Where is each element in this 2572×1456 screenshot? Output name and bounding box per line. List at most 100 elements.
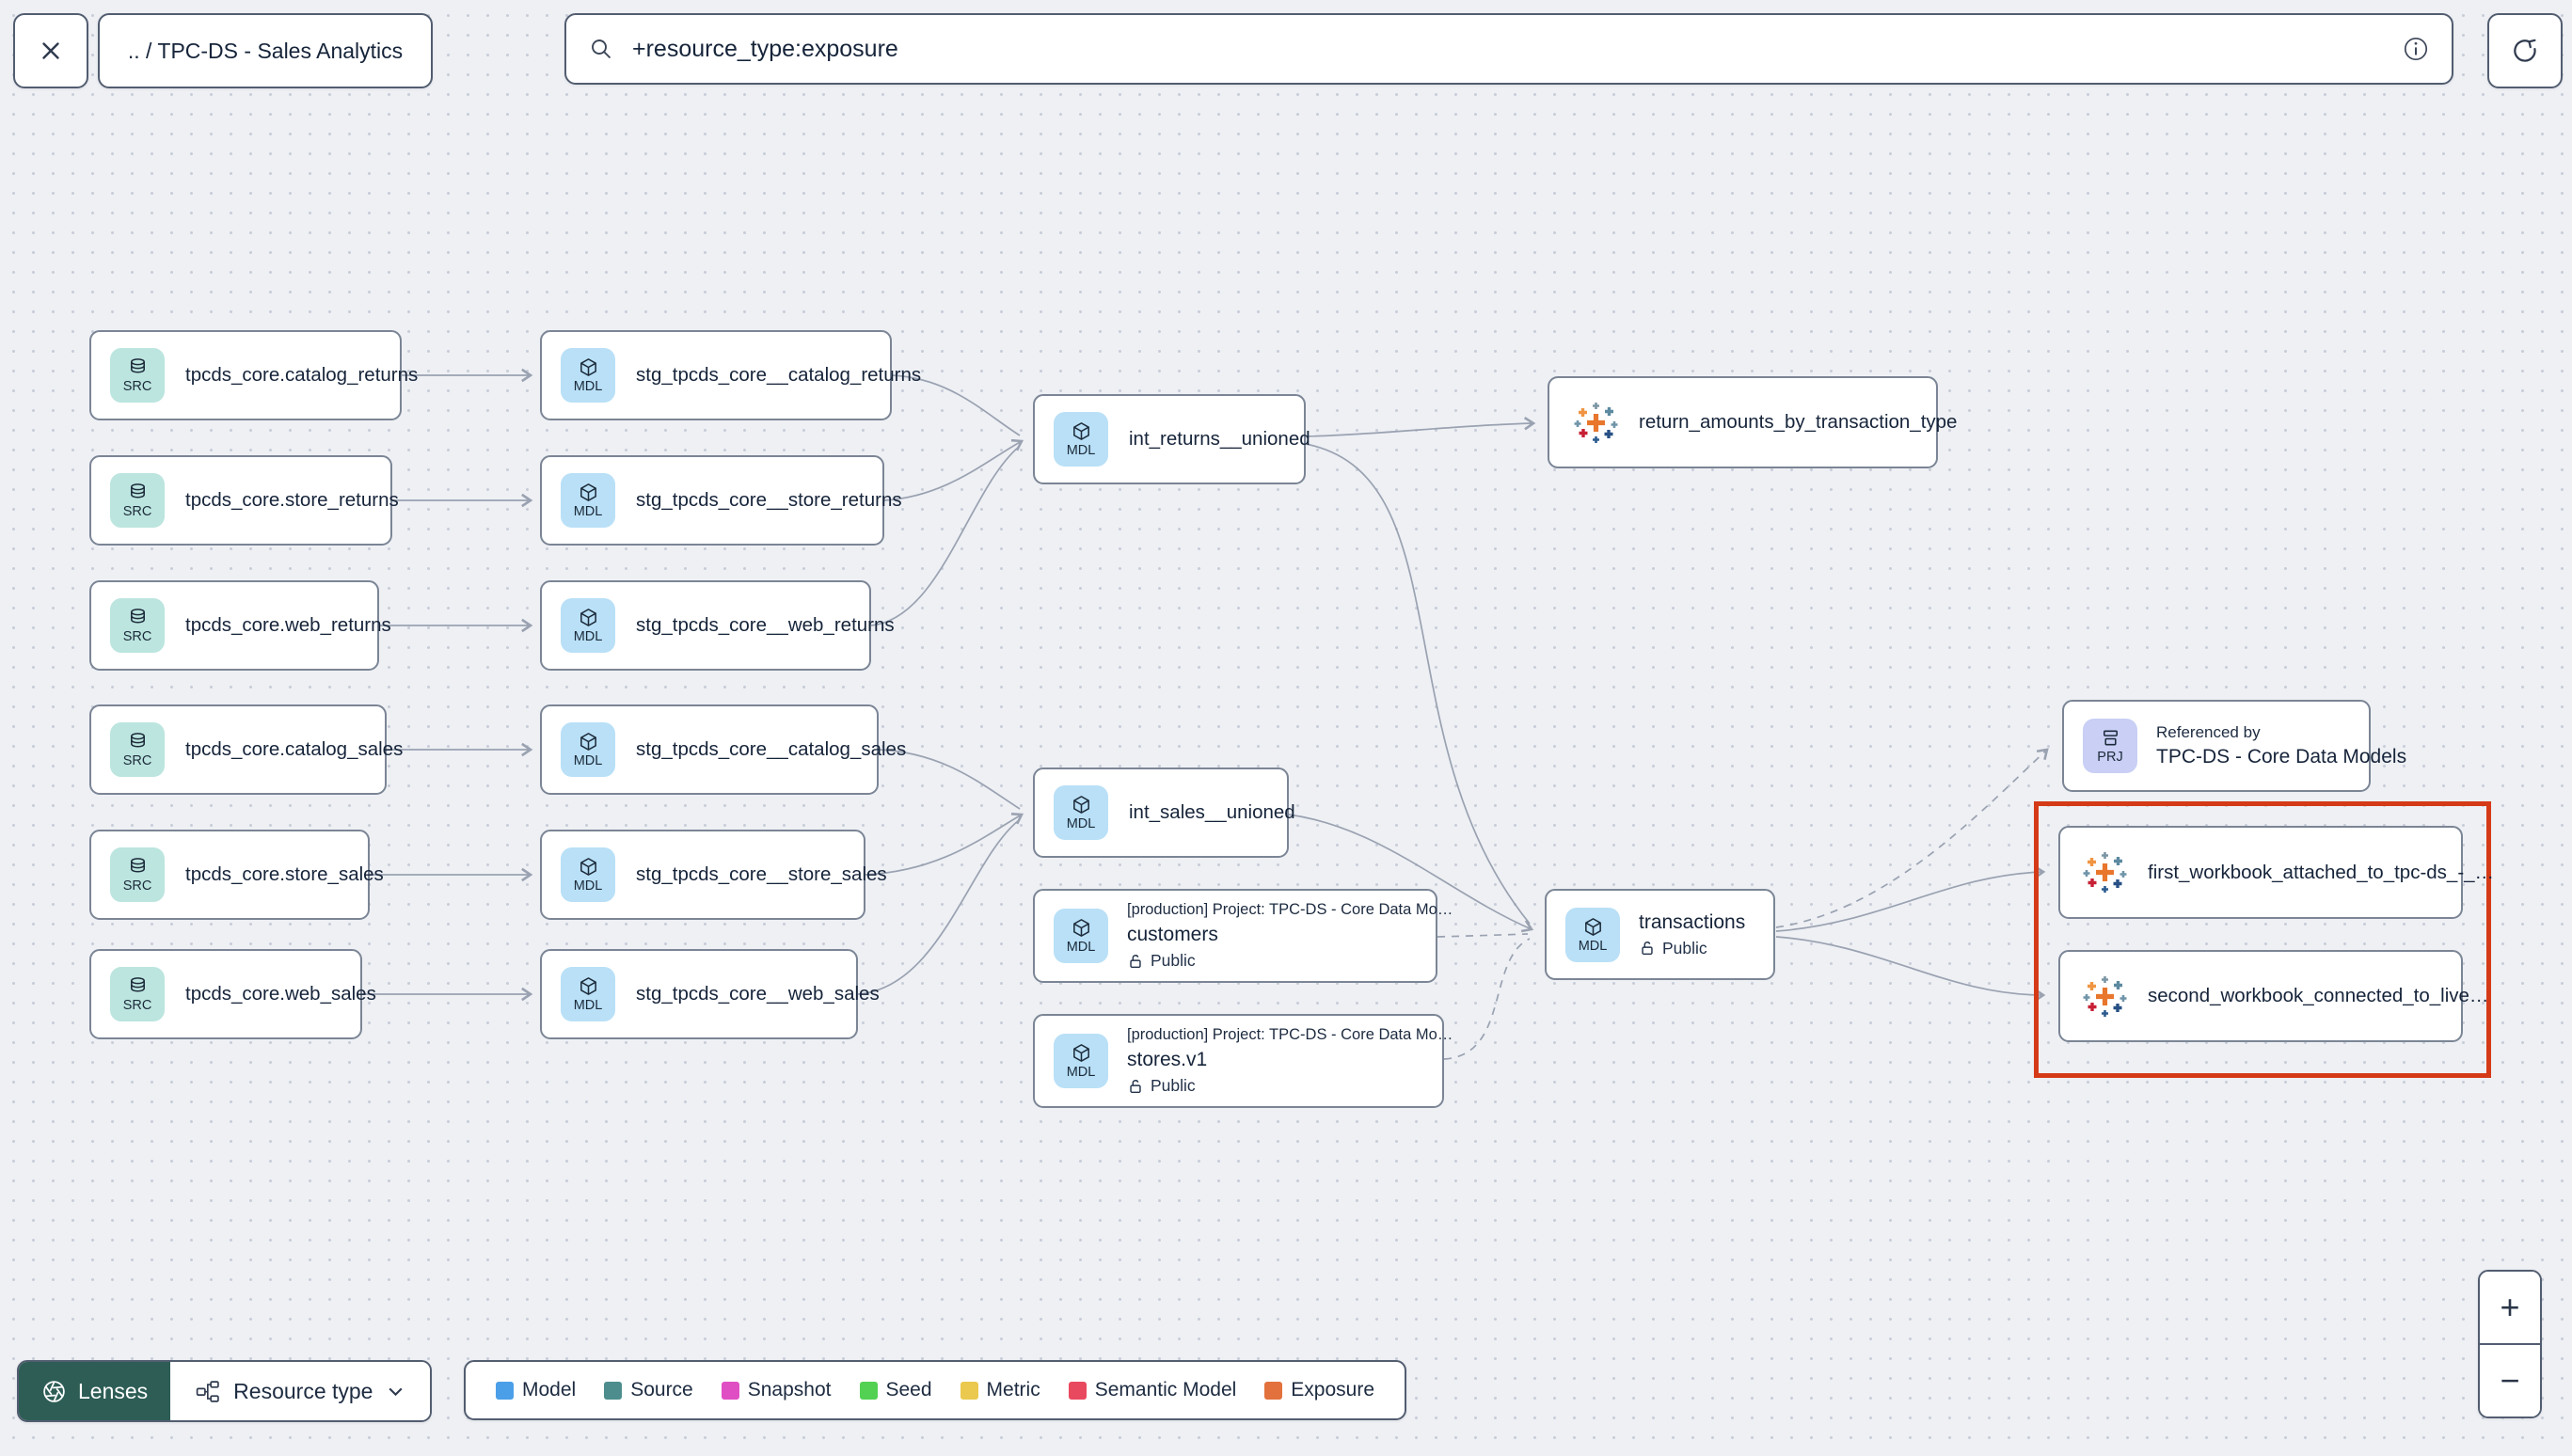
cube-icon [1584,917,1601,936]
database-icon [130,733,145,748]
search-bar[interactable] [564,13,2453,85]
source-node-web-returns[interactable]: SRC tpcds_core.web_returns [89,580,391,671]
access-label: Public [1151,951,1196,970]
model-node-transactions[interactable]: MDL transactions Public [1545,889,1775,980]
lens-controls: Lenses Resource type [17,1360,433,1422]
project-badge: PRJ [2083,719,2137,773]
access-label: Public [1151,1076,1196,1095]
archive-box-icon [2103,730,2118,746]
zoom-in-button[interactable]: + [2480,1272,2540,1345]
node-label: tpcds_core.web_returns [185,614,391,636]
source-node-catalog-returns[interactable]: SRC tpcds_core.catalog_returns [89,330,418,420]
edge [1288,814,1534,933]
legend-label: Source [630,1379,693,1401]
badge-label: MDL [573,753,603,769]
source-node-store-returns[interactable]: SRC tpcds_core.store_returns [89,455,399,546]
resource-type-dropdown[interactable]: Resource type [170,1362,431,1420]
access-line: Public [1127,1076,1453,1096]
model-node-stg-web-returns[interactable]: MDL stg_tpcds_core__web_returns [540,580,895,671]
database-icon [130,609,145,624]
model-node-int-returns-unioned[interactable]: MDL int_returns__unioned [1033,394,1310,484]
source-node-store-sales[interactable]: SRC tpcds_core.store_sales [89,830,384,920]
node-label: tpcds_core.store_returns [185,489,399,511]
source-badge: SRC [110,473,165,528]
model-badge: MDL [561,967,615,1021]
legend-swatch [859,1381,878,1400]
cube-icon [579,609,596,627]
lenses-button[interactable]: Lenses [19,1362,171,1420]
legend-swatch [496,1381,514,1400]
info-icon[interactable] [2401,34,2431,64]
edge [891,374,1021,436]
legend-swatch [960,1381,978,1400]
badge-label: SRC [122,998,152,1014]
badge-label: SRC [122,878,152,894]
badge-label: SRC [122,753,152,769]
badge-label: SRC [122,504,152,520]
badge-label: SRC [122,629,152,645]
chevron-down-icon [389,1387,404,1396]
legend-item-model: Model [496,1379,576,1401]
edge [1305,443,1531,925]
legend-item-seed: Seed [859,1379,932,1401]
cube-icon [579,733,596,752]
model-badge: MDL [561,598,615,653]
legend-item-metric: Metric [960,1379,1040,1401]
badge-label: PRJ [2097,750,2123,766]
cube-icon [579,977,596,996]
edge [1443,938,1531,1060]
zoom-out-button[interactable]: − [2480,1345,2540,1416]
source-node-catalog-sales[interactable]: SRC tpcds_core.catalog_sales [89,704,403,795]
project-node-referenced-by[interactable]: PRJ Referenced by TPC-DS - Core Data Mod… [2062,700,2406,792]
model-badge: MDL [1054,909,1108,963]
node-label: stg_tpcds_core__web_sales [636,983,880,1005]
close-button[interactable] [13,13,88,88]
access-line: Public [1127,951,1453,971]
model-node-stores-v1[interactable]: MDL [production] Project: TPC-DS - Core … [1033,1014,1453,1108]
breadcrumb[interactable]: .. / TPC-DS - Sales Analytics [98,13,433,88]
badge-label: MDL [573,504,603,520]
legend-swatch [604,1381,623,1400]
refresh-button[interactable] [2487,13,2563,88]
unlock-icon [1130,1079,1141,1093]
model-node-stg-catalog-returns[interactable]: MDL stg_tpcds_core__catalog_returns [540,330,921,420]
exposure-node-first-workbook[interactable]: first_workbook_attached_to_tpc-ds_-_… [2058,826,2494,919]
badge-label: MDL [1066,940,1096,956]
model-node-customers[interactable]: MDL [production] Project: TPC-DS - Core … [1033,889,1453,983]
edge [878,749,1021,810]
model-badge: MDL [1054,1034,1108,1088]
cube-icon [579,858,596,877]
model-node-stg-store-sales[interactable]: MDL stg_tpcds_core__store_sales [540,830,887,920]
exposure-node-return-amounts[interactable]: return_amounts_by_transaction_type [1548,376,1957,468]
model-badge: MDL [1565,907,1620,962]
node-label: first_workbook_attached_to_tpc-ds_-_… [2148,861,2495,883]
lens-aperture-icon [42,1380,66,1402]
exposure-node-second-workbook[interactable]: second_workbook_connected_to_live… [2058,950,2488,1042]
badge-label: MDL [573,629,603,645]
node-label: int_returns__unioned [1129,428,1310,450]
database-icon [130,358,145,373]
search-input[interactable] [630,34,2401,64]
model-node-stg-catalog-sales[interactable]: MDL stg_tpcds_core__catalog_sales [540,704,906,795]
source-node-web-sales[interactable]: SRC tpcds_core.web_sales [89,949,376,1039]
node-label: stg_tpcds_core__web_returns [636,614,895,636]
unlock-icon [1130,954,1141,968]
badge-label: SRC [122,379,152,395]
breadcrumb-text: .. / TPC-DS - Sales Analytics [127,38,404,63]
edge [1437,933,1529,938]
legend-swatch [721,1381,739,1400]
legend-label: Semantic Model [1094,1379,1237,1401]
node-label: return_amounts_by_transaction_type [1639,411,1958,433]
unlock-icon [1642,942,1653,956]
cube-icon [1072,919,1089,938]
node-label: tpcds_core.catalog_returns [185,364,419,386]
cube-icon [579,483,596,502]
legend-swatch [1068,1381,1087,1400]
model-node-stg-store-returns[interactable]: MDL stg_tpcds_core__store_returns [540,455,902,546]
model-node-stg-web-sales[interactable]: MDL stg_tpcds_core__web_sales [540,949,880,1039]
model-node-int-sales-unioned[interactable]: MDL int_sales__unioned [1033,768,1295,858]
node-label: stg_tpcds_core__catalog_returns [636,364,922,386]
database-icon [130,977,145,992]
badge-label: MDL [1066,1065,1096,1081]
